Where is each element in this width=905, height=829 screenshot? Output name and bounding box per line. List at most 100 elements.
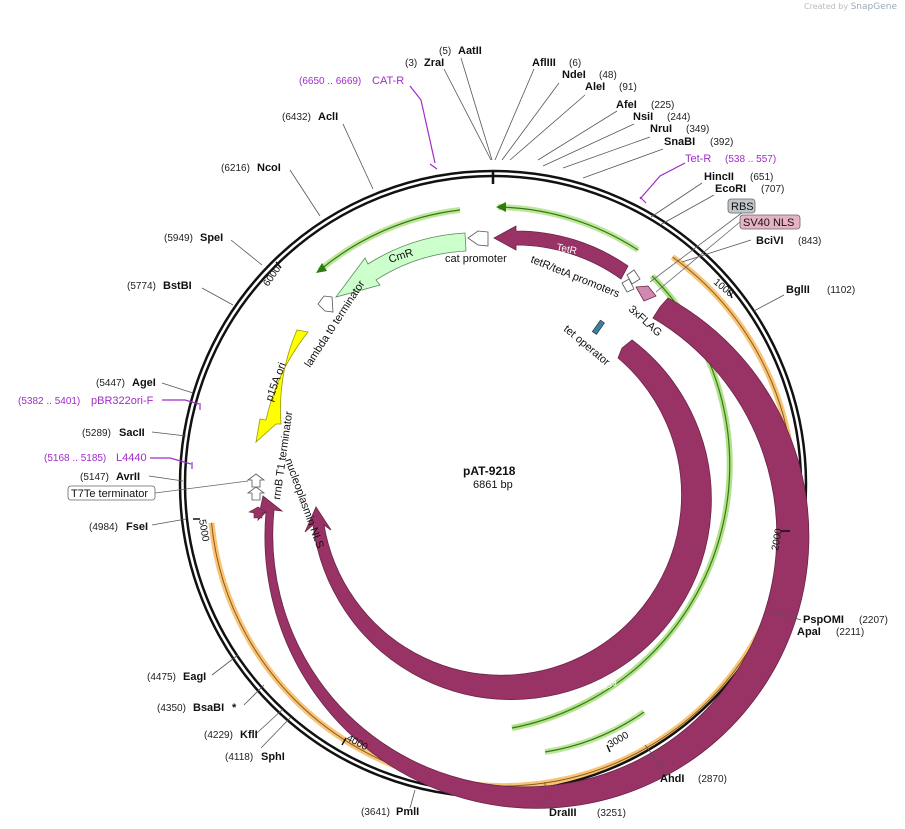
sv40-box xyxy=(739,214,801,230)
orf-tracks xyxy=(208,254,798,790)
p15a-arc xyxy=(255,329,309,444)
credit-text: Created by xyxy=(804,2,849,11)
label-tetr: TetR xyxy=(555,242,577,257)
site-zrai: ZraI xyxy=(424,57,444,69)
label-p15a: p15A ori xyxy=(264,361,289,403)
site-alei-pos: (91) xyxy=(619,82,637,93)
site-hincii: HincII xyxy=(704,171,734,183)
primer-markers xyxy=(150,85,686,469)
site-nsii: NsiI xyxy=(633,111,653,123)
site-sacii: SacII xyxy=(119,427,145,439)
rbs-label: RBS xyxy=(731,201,754,213)
green-left-line xyxy=(319,209,461,271)
site-sphi-pos: (4118) xyxy=(225,752,253,763)
tick-2000: 2000 xyxy=(770,527,785,551)
lambda-terminator-arrow xyxy=(317,295,334,313)
site-ahdi: AhdI xyxy=(660,773,684,785)
ruler-ticks xyxy=(193,261,790,753)
site-agei: AgeI xyxy=(132,377,156,389)
site-ncoi: NcoI xyxy=(257,162,281,174)
label-cas9-inner: Cas9 xyxy=(568,632,594,651)
primer-tetr-range: (538 .. 557) xyxy=(725,154,776,165)
rrnb-arrow xyxy=(246,486,266,501)
site-afei: AfeI xyxy=(616,99,637,111)
label-lambda: lambda t0 terminator xyxy=(302,278,367,369)
site-aflIII: AflIII xyxy=(532,57,556,69)
primer-pbr-range: (5382 .. 5401) xyxy=(18,396,80,407)
site-bcivi: BciVI xyxy=(756,235,784,247)
plasmid-length: 6861 bp xyxy=(473,479,513,491)
site-apai-pos: (2211) xyxy=(836,627,864,638)
site-spei-pos: (5949) xyxy=(164,233,193,244)
label-cat-promoter: cat promoter xyxy=(445,253,507,265)
site-acli: AclI xyxy=(318,111,338,123)
green-mid-highlight xyxy=(544,709,646,755)
primer-labels: (6650 .. 6669) CAT-R Tet-R (538 .. 557) … xyxy=(18,75,776,464)
orange-outer-line xyxy=(211,256,795,787)
site-fsei-pos: (4984) xyxy=(89,522,118,533)
site-bcivi-pos: (843) xyxy=(798,236,821,247)
site-pmli-pos: (3641) xyxy=(361,807,390,818)
site-apai: ApaI xyxy=(797,626,821,638)
flag-arrow xyxy=(635,285,657,302)
site-zrai-pos: (3) xyxy=(405,58,417,69)
primer-l4440-range: (5168 .. 5185) xyxy=(44,453,106,464)
boxed-features: RBS SV40 NLS T7Te terminator xyxy=(67,198,801,501)
t7te-label: T7Te terminator xyxy=(71,488,148,500)
tet-operator-box xyxy=(591,319,605,335)
site-pspomi-pos: (2207) xyxy=(859,615,888,626)
site-bsabi-pos: (4350) xyxy=(157,703,186,714)
site-snabi-pos: (392) xyxy=(710,137,733,148)
site-ndei-pos: (48) xyxy=(599,70,617,81)
site-sacii-pos: (5289) xyxy=(82,428,111,439)
site-nrui-pos: (349) xyxy=(686,124,709,135)
feature-arcs xyxy=(246,202,810,809)
label-nls: nucleoplasmin NLS xyxy=(282,457,326,550)
site-avrii-pos: (5147) xyxy=(80,472,109,483)
site-draiii-pos: (3251) xyxy=(597,808,626,819)
snapgene-credit: Created by SnapGene xyxy=(804,2,897,12)
nls-arrow xyxy=(248,506,267,519)
site-kfli-pos: (4229) xyxy=(204,730,233,741)
primer-tetr: Tet-R xyxy=(685,153,711,165)
green-mid-line xyxy=(544,711,645,753)
site-eagi: EagI xyxy=(183,671,206,683)
site-aatii: AatII xyxy=(458,45,482,57)
site-bglii-pos: (1102) xyxy=(827,285,855,296)
site-bsabi: BsaBI xyxy=(193,702,224,714)
primer-l4440: L4440 xyxy=(116,452,147,464)
site-avrii: AvrII xyxy=(116,471,140,483)
site-hincii-pos: (651) xyxy=(750,172,773,183)
tick-5000: 5000 xyxy=(196,519,211,543)
site-ndei: NdeI xyxy=(562,69,586,81)
site-snabi: SnaBI xyxy=(664,136,695,148)
site-draiii: DraIII xyxy=(549,807,577,819)
site-agei-pos: (5447) xyxy=(96,378,125,389)
site-nrui: NruI xyxy=(650,123,672,135)
site-ncoi-pos: (6216) xyxy=(221,163,250,174)
cmr-arc xyxy=(334,232,467,298)
tet-promoter-arrow-2 xyxy=(621,278,635,293)
site-leaders xyxy=(148,57,802,809)
primer-catr: CAT-R xyxy=(372,75,404,87)
green-top-line xyxy=(497,206,639,251)
sv40-label: SV40 NLS xyxy=(743,217,794,229)
t7te-box xyxy=(67,485,156,501)
cat-promoter-arrow xyxy=(467,230,489,247)
site-nsii-pos: (244) xyxy=(667,112,690,123)
rbs-box xyxy=(727,198,756,214)
site-labels: (5) AatII (3) ZraI AflIII (6) NdeI (48) … xyxy=(80,45,888,819)
site-aatii-pos: (5) xyxy=(439,46,451,57)
site-kfli: KflI xyxy=(240,729,258,741)
tetr-arc xyxy=(493,225,629,280)
site-ecori-pos: (707) xyxy=(761,184,784,195)
site-bstbi-pos: (5774) xyxy=(127,281,156,292)
site-acli-pos: (6432) xyxy=(282,112,311,123)
site-ecori: EcoRI xyxy=(715,183,746,195)
site-ahdi-pos: (2870) xyxy=(698,774,727,785)
primer-pbr: pBR322ori-F xyxy=(91,395,154,407)
plasmid-name: pAT-9218 xyxy=(463,464,516,478)
site-afei-pos: (225) xyxy=(651,100,674,111)
site-alei: AleI xyxy=(585,81,605,93)
